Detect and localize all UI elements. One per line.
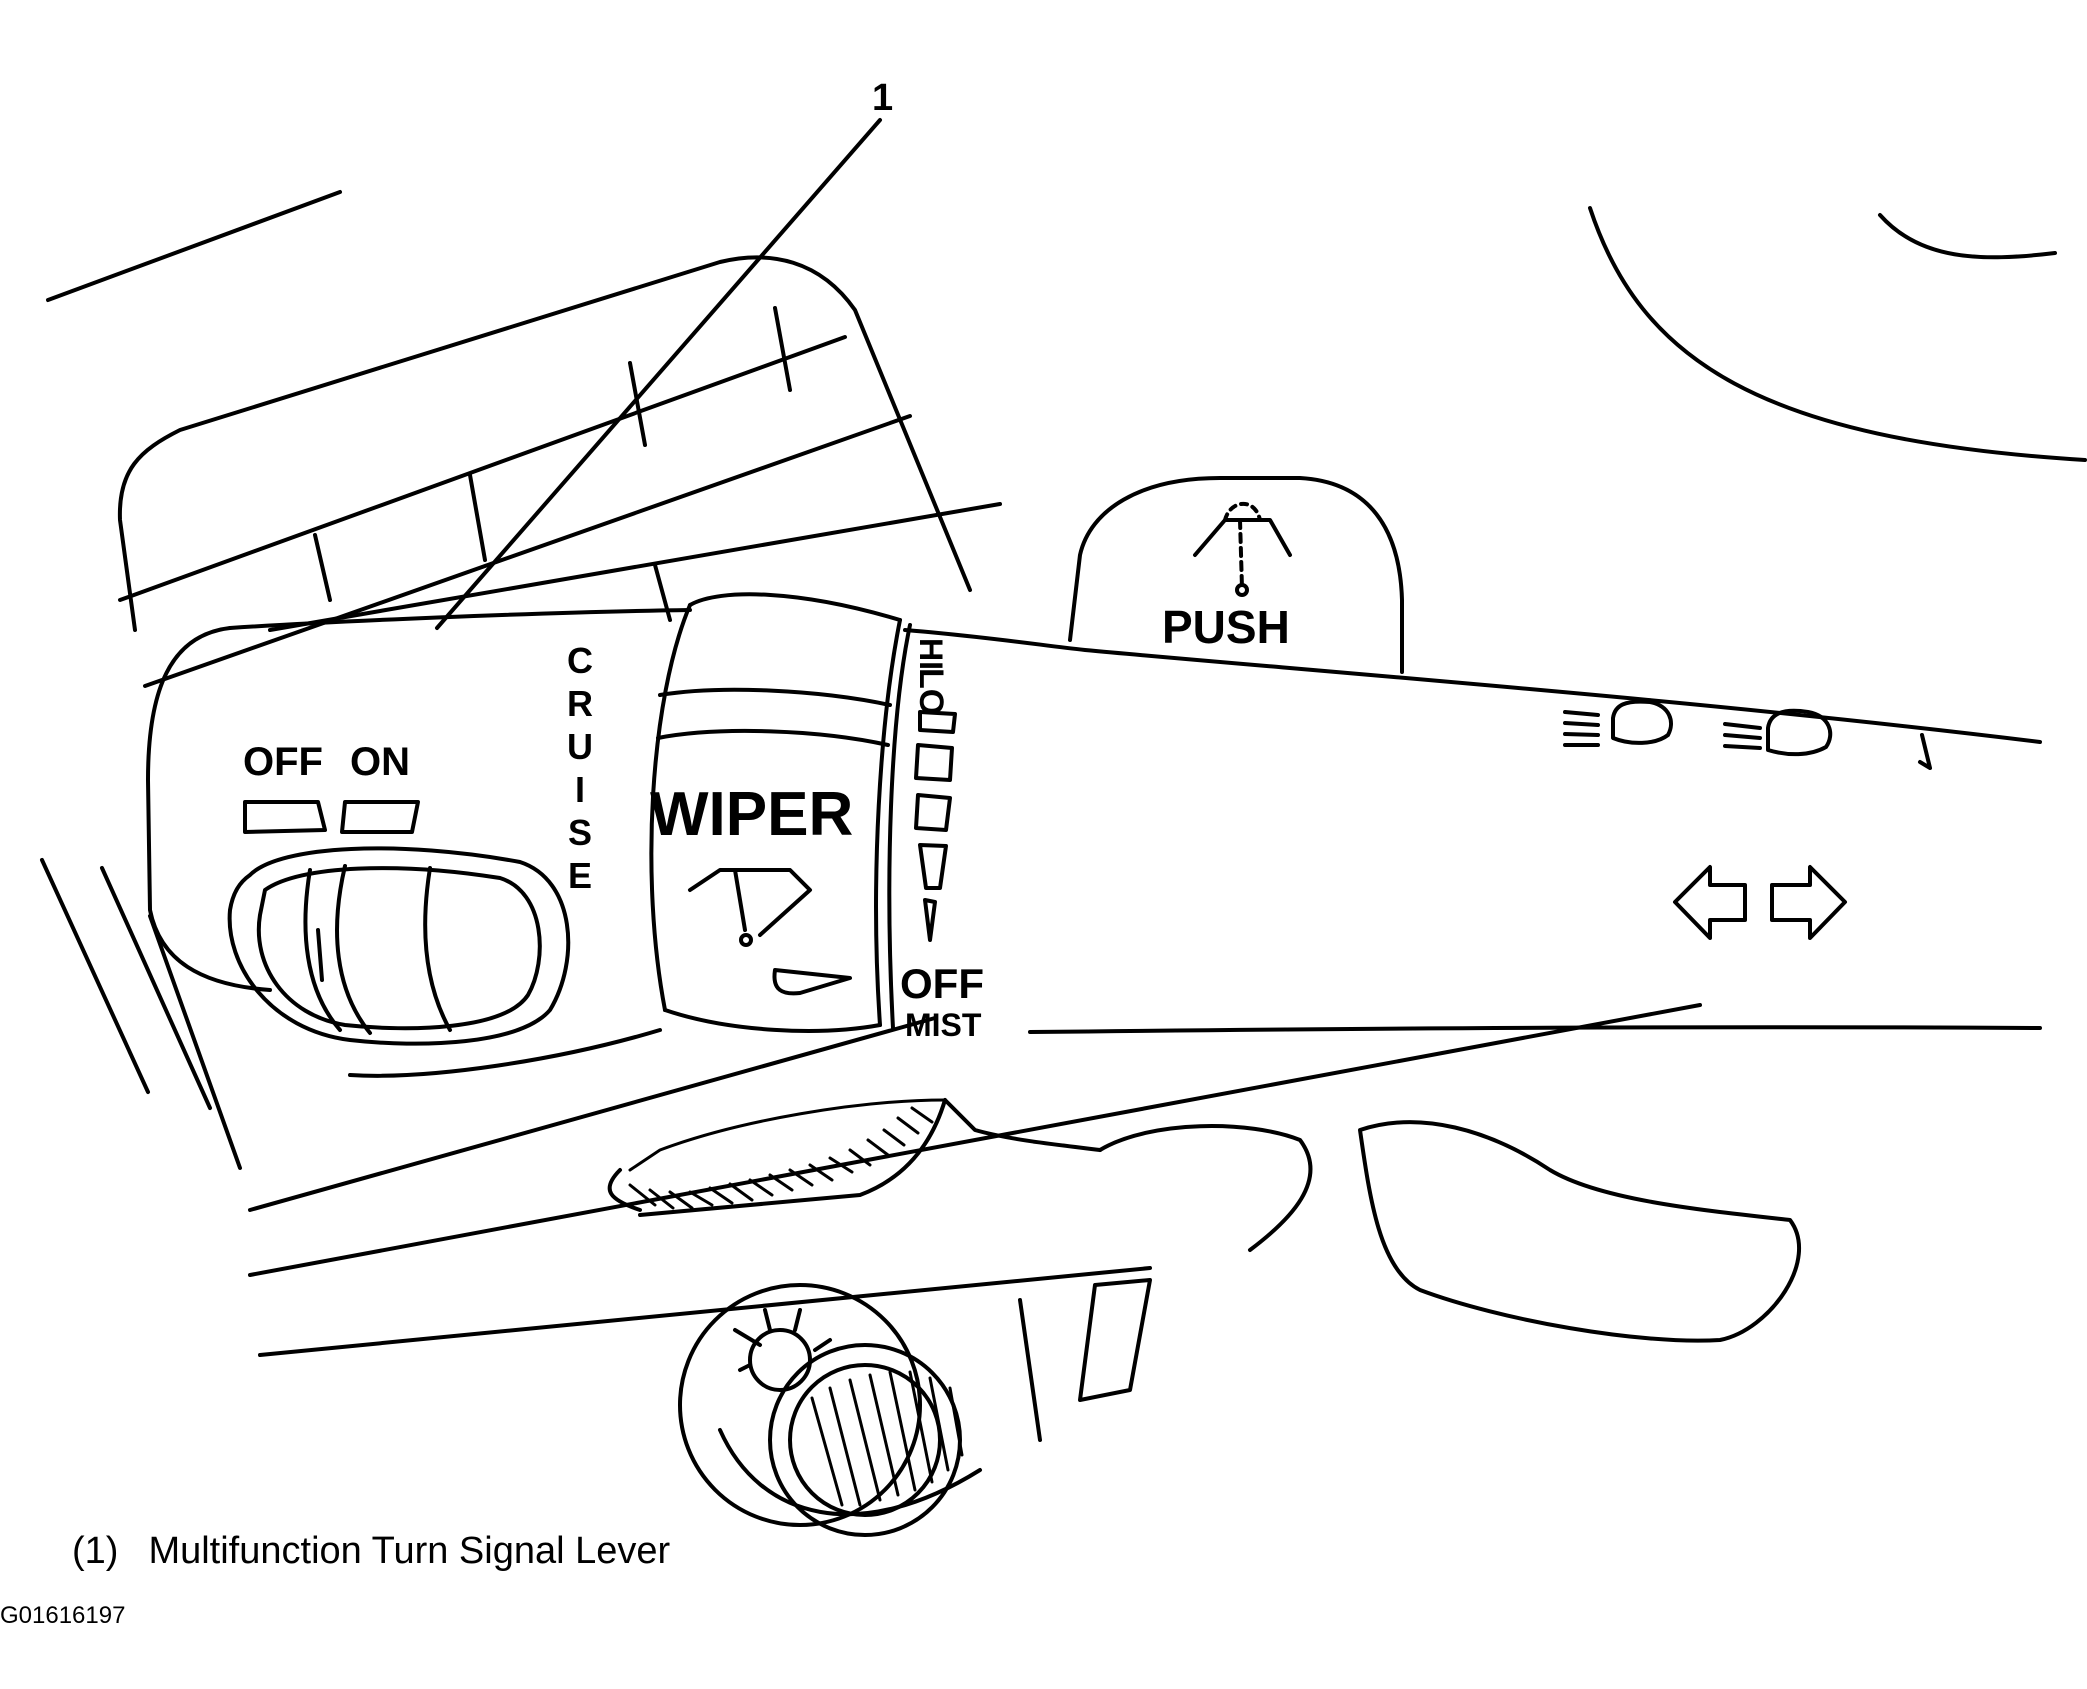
cruise-on-label: ON <box>350 740 410 784</box>
callout-number: 1 <box>872 77 893 119</box>
speed-hi-label: HI <box>913 638 949 670</box>
figure-caption: (1) Multifunction Turn Signal Lever <box>72 1530 670 1573</box>
wiper-ring[interactable] <box>649 592 957 1033</box>
mist-wedge-icon <box>772 968 852 996</box>
figure-id: G01616197 <box>0 1602 126 1629</box>
column-shroud <box>117 255 1002 688</box>
headlamp-low-beam-icon <box>1723 708 1833 757</box>
speed-lo-label: LO <box>912 668 950 715</box>
wiper-label: WIPER <box>650 780 853 849</box>
cruise-off-label: OFF <box>243 740 323 784</box>
cruise-control-switch[interactable] <box>227 800 571 1046</box>
knurl-hatching <box>628 1098 964 1507</box>
caption-number: (1) <box>72 1530 119 1572</box>
push-label: PUSH <box>1162 601 1290 653</box>
callout-leader-line <box>435 118 882 630</box>
turn-right-arrow-icon <box>1770 865 1847 940</box>
caption-text: Multifunction Turn Signal Lever <box>148 1530 671 1572</box>
lever-body[interactable] <box>146 608 2042 1078</box>
turn-left-arrow-icon <box>1673 865 1747 940</box>
dash-trim-lines <box>40 190 2087 1357</box>
cruise-label: CRUISE <box>560 640 601 898</box>
washer-button[interactable] <box>1068 476 1404 674</box>
speed-off-label: OFF <box>900 960 984 1007</box>
lower-trim <box>607 1098 1802 1537</box>
wiper-icon <box>688 868 812 947</box>
headlamp-high-beam-icon <box>1563 699 1673 747</box>
speed-mist-label: MIST <box>905 1007 982 1043</box>
